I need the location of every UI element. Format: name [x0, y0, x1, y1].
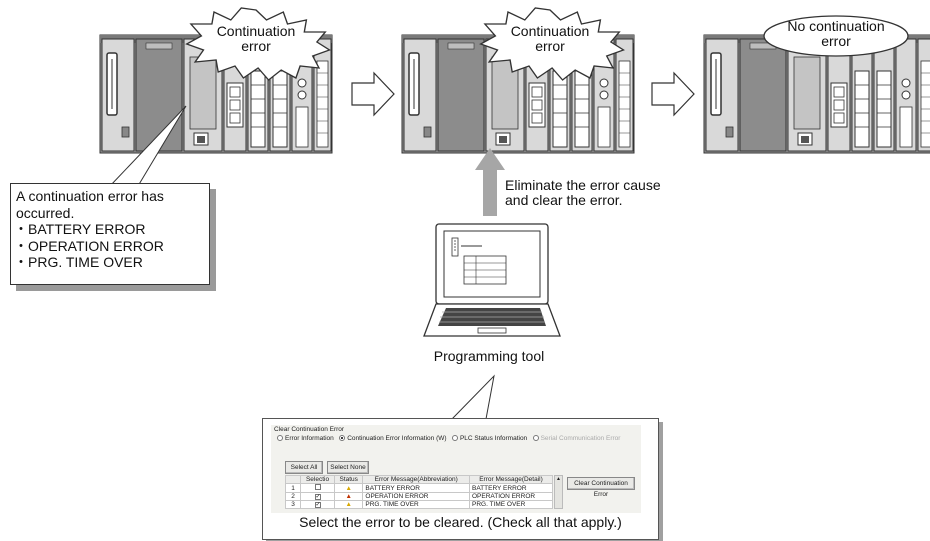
column-header: Error Message(Detail)	[468, 475, 554, 484]
radio-row: Error Information Continuation Error Inf…	[277, 435, 620, 442]
dialog-pointer	[451, 374, 495, 420]
select-all-button[interactable]: Select All	[285, 461, 323, 474]
error-detail: OPERATION ERROR	[468, 492, 554, 501]
tool-label: Programming tool	[434, 348, 545, 364]
row-number: 2	[285, 492, 301, 501]
error-abbr: OPERATION ERROR	[362, 492, 470, 501]
up-arrow-icon	[475, 148, 505, 216]
warning-icon: ▲	[345, 501, 352, 508]
radio-continuation-error[interactable]: Continuation Error Information (W)	[339, 435, 447, 442]
dialog-caption: Select the error to be cleared. (Check a…	[299, 514, 622, 530]
group-title: Clear Continuation Error	[274, 426, 345, 433]
callout-intro: A continuation error has occurred.	[16, 188, 164, 221]
table-header: Selectio Status Error Message(Abbreviati…	[285, 475, 554, 484]
ok-bubble	[763, 15, 909, 57]
warning-icon: ▲	[345, 484, 352, 492]
table-scrollbar[interactable]: ▲	[554, 475, 563, 509]
column-header: Error Message(Abbreviation)	[362, 475, 470, 484]
error-abbr: PRG. TIME OVER	[362, 500, 470, 509]
row-checkbox[interactable]: ✓	[314, 494, 321, 500]
arrow-right-icon	[351, 72, 395, 116]
table-row: 2 ✓ ▲ OPERATION ERROR OPERATION ERROR	[285, 492, 554, 501]
error-detail: BATTERY ERROR	[468, 483, 554, 493]
row-checkbox[interactable]: ✓	[314, 502, 321, 508]
callout-pointer	[109, 105, 187, 187]
radio-plc-status[interactable]: PLC Status Information	[451, 435, 527, 442]
error-detail: PRG. TIME OVER	[468, 500, 554, 509]
table-row: 3 ✓ ▲ PRG. TIME OVER PRG. TIME OVER	[285, 500, 554, 509]
radio-serial-error: Serial Communication Error	[532, 435, 620, 442]
laptop-icon	[423, 223, 561, 337]
column-header: Status	[334, 475, 364, 484]
callout-item: BATTERY ERROR	[16, 221, 209, 238]
column-header	[285, 475, 301, 484]
error-abbr: BATTERY ERROR	[362, 483, 470, 493]
row-number: 3	[285, 500, 301, 509]
arrow-right-icon	[651, 72, 695, 116]
warning-icon: ▲	[345, 493, 352, 500]
radio-error-info[interactable]: Error Information	[277, 435, 334, 442]
clear-continuation-error-button[interactable]: Clear Continuation Error	[567, 477, 635, 498]
callout-item: PRG. TIME OVER	[16, 254, 209, 271]
error-callout: A continuation error has occurred. BATTE…	[10, 183, 210, 285]
row-number: 1	[285, 483, 301, 493]
error-table: Selectio Status Error Message(Abbreviati…	[285, 475, 554, 509]
callout-item: OPERATION ERROR	[16, 238, 209, 255]
clear-error-dialog: Clear Continuation Error Error Informati…	[262, 418, 659, 540]
row-checkbox[interactable]	[314, 484, 321, 490]
column-header: Selectio	[299, 475, 336, 484]
table-row: 1 ▲ BATTERY ERROR BATTERY ERROR	[285, 483, 554, 493]
select-none-button[interactable]: Select None	[327, 461, 369, 474]
dialog-body: Clear Continuation Error Error Informati…	[271, 425, 641, 513]
